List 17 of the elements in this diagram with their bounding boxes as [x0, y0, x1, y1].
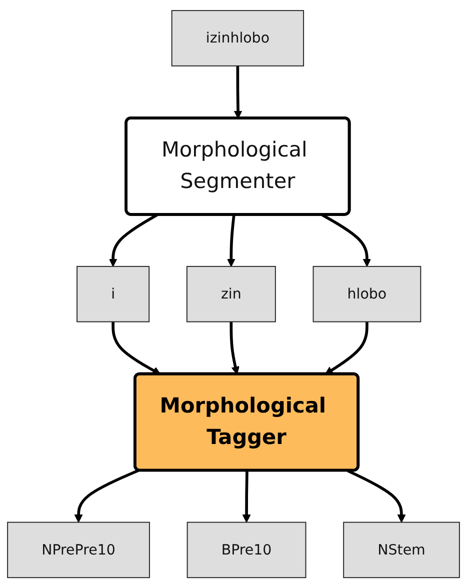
- arrow: [321, 214, 372, 267]
- arrow: [230, 322, 240, 375]
- arrow: [108, 214, 158, 267]
- node-box: BPre10: [186, 522, 306, 578]
- arrow: [74, 469, 140, 523]
- node-box: i: [76, 266, 150, 322]
- arrow: [242, 470, 251, 523]
- arrow: [234, 66, 242, 119]
- node-box: hlobo: [312, 266, 422, 322]
- node-box: izinhlobo: [171, 10, 304, 66]
- arrow: [347, 469, 406, 523]
- arrow: [112, 322, 161, 375]
- arrow: [324, 322, 368, 375]
- node-box: zin: [186, 266, 276, 322]
- node-box: NStem: [343, 522, 460, 578]
- arrow: [227, 214, 236, 267]
- node-box: NPrePre10: [7, 522, 150, 578]
